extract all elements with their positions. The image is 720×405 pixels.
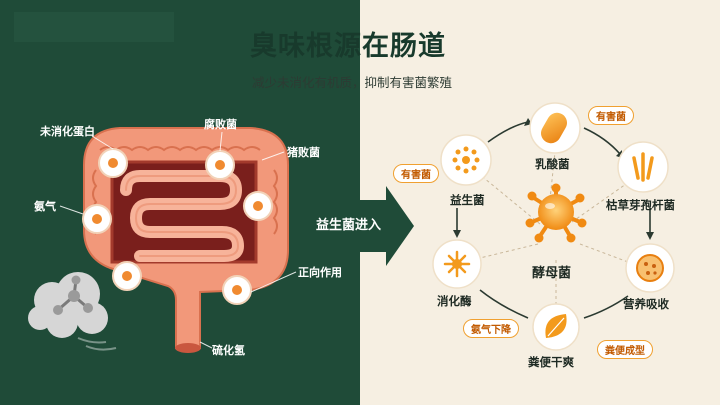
label-dry-feces: 粪便干爽	[528, 355, 574, 369]
label-digestive-enzyme: 消化酶	[437, 294, 472, 308]
label-undigested-protein: 未消化蛋白	[40, 125, 95, 138]
label-pig-bacteria: 猪败菌	[287, 146, 320, 159]
page-subtitle: 减少未消化有机质，抑制有害菌繁殖	[252, 75, 453, 90]
label-bacillus-subtilis: 枯草芽孢杆菌	[606, 198, 675, 212]
label-lactobacillus: 乳酸菌	[535, 157, 570, 171]
arrow-label: 益生菌进入	[316, 218, 382, 233]
entry-arrow	[304, 186, 414, 266]
tag-feces-formed: 粪便成型	[597, 340, 653, 359]
tag-ammonia-down: 氨气下降	[463, 319, 519, 338]
yeast-center	[525, 183, 587, 243]
tag-harmful-left: 有害菌	[393, 164, 439, 183]
page-title: 臭味根源在肠道	[250, 31, 446, 62]
label-nutrient-absorption: 营养吸收	[623, 297, 669, 311]
label-hydrogen-sulfide: 硫化氢	[212, 344, 245, 357]
label-probiotic: 益生菌	[450, 193, 485, 207]
label-ammonia: 氨气	[34, 200, 56, 213]
tag-harmful-top: 有害菌	[588, 106, 634, 125]
label-positive-effect: 正向作用	[298, 266, 342, 279]
label-yeast: 酵母菌	[532, 266, 572, 281]
label-putrefactive-bacteria: 腐败菌	[204, 118, 237, 131]
cycle-arrows	[456, 121, 651, 319]
intestine-illustration	[83, 127, 289, 353]
